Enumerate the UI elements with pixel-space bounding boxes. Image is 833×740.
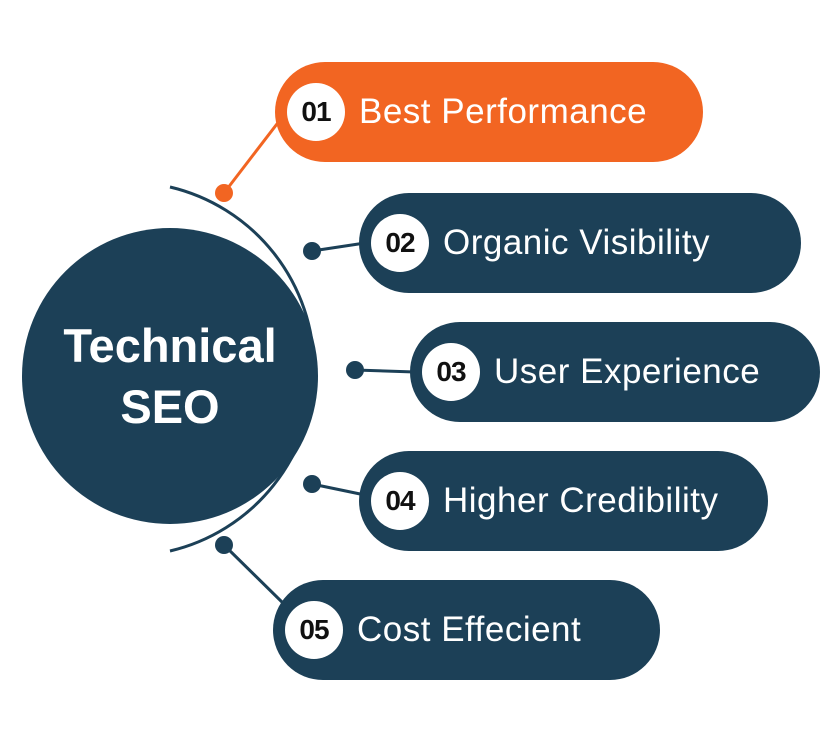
connector-dot-03	[346, 361, 364, 379]
item-label: Higher Credibility	[443, 481, 719, 520]
item-higher-credibility: 04 Higher Credibility	[359, 451, 768, 551]
connector-line-05	[222, 543, 287, 607]
item-label: Organic Visibility	[443, 223, 711, 262]
connector-dot-05	[215, 536, 233, 554]
item-cost-effecient: 05 Cost Effecient	[273, 580, 660, 680]
item-number-badge: 03	[422, 343, 480, 401]
connector-line-03	[354, 368, 416, 374]
item-label: User Experience	[494, 352, 761, 391]
hub-title-line1: Technical	[63, 318, 277, 372]
item-number-badge: 01	[287, 83, 345, 141]
connector-line-04	[311, 482, 366, 497]
item-label: Cost Effecient	[357, 610, 582, 649]
item-number-badge: 02	[371, 214, 429, 272]
item-label: Best Performance	[359, 92, 648, 131]
connector-dot-02	[303, 242, 321, 260]
connector-line-01	[222, 119, 282, 194]
hub-circle: Technical SEO	[22, 228, 318, 524]
item-organic-visibility: 02 Organic Visibility	[359, 193, 801, 293]
hub-title-line2: SEO	[120, 380, 220, 433]
connector-dot-04	[303, 475, 321, 493]
item-number-badge: 04	[371, 472, 429, 530]
item-user-experience: 03 User Experience	[410, 322, 820, 422]
connector-dot-01	[215, 184, 233, 202]
item-best-performance: 01 Best Performance	[275, 62, 703, 162]
item-number-badge: 05	[285, 601, 343, 659]
